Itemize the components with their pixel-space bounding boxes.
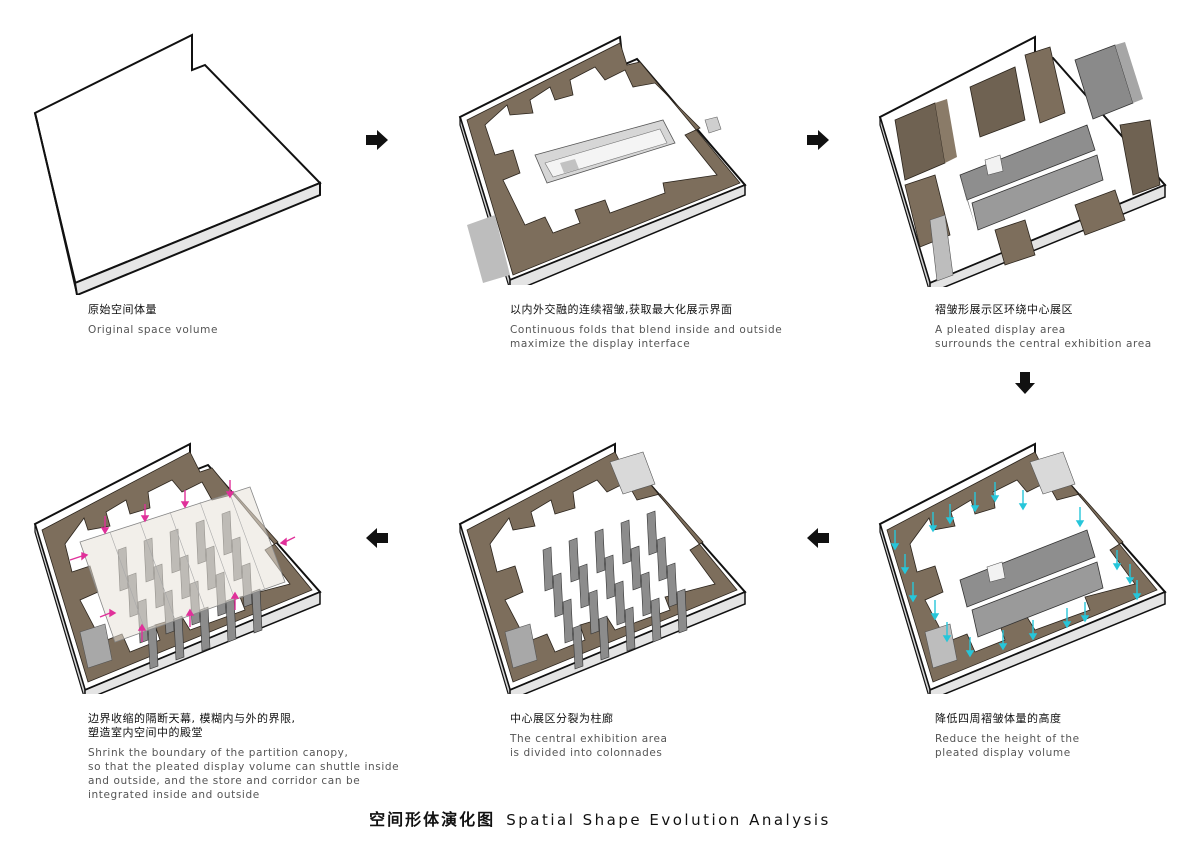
column [562,598,574,644]
caption-en: Original space volume [88,324,219,336]
diagram-continuous-folds [458,35,747,285]
column [572,624,584,670]
column [173,615,185,661]
caption-stage-5: 中心展区分裂为柱廊 The central exhibition area is… [510,712,668,760]
colonnade-columns [542,510,688,670]
arrow-right-icon [366,130,388,150]
caption-cn: 以内外交融的连续褶皱,获取最大化展示界面 [510,303,733,316]
column [650,597,662,643]
column [578,563,590,609]
column [676,588,688,634]
caption-en: The central exhibition area is divided i… [510,733,668,759]
arrow-left-icon [366,528,388,548]
caption-cn: 原始空间体量 [88,303,157,316]
column [147,624,159,670]
column [552,572,564,618]
column [646,510,658,556]
caption-cn: 边界收缩的隔断天幕, 模糊内与外的界限, 塑造室内空间中的殿堂 [88,712,296,739]
column [594,528,606,574]
column [640,571,652,617]
arrow-down-icon [1015,372,1035,394]
diagram-pleated-display [878,35,1167,287]
diagram-reduce-height [878,442,1167,694]
column [604,554,616,600]
diagram-original-volume [33,33,322,295]
column [666,562,678,608]
caption-en: A pleated display area surrounds the cen… [935,324,1152,350]
column [656,536,668,582]
column [542,546,554,592]
caption-stage-4: 降低四周褶皱体量的高度 Reduce the height of the ple… [935,712,1080,760]
caption-stage-2: 以内外交融的连续褶皱,获取最大化展示界面 Continuous folds th… [510,303,782,351]
diagram-canopy [33,442,322,694]
caption-en: Shrink the boundary of the partition can… [88,747,400,801]
caption-cn: 中心展区分裂为柱廊 [510,712,614,725]
arrow-right-icon [807,130,829,150]
caption-stage-6: 边界收缩的隔断天幕, 模糊内与外的界限, 塑造室内空间中的殿堂 Shrink t… [88,712,399,802]
column [568,537,580,583]
caption-stage-3: 褶皱形展示区环绕中心展区 A pleated display area surr… [935,303,1152,351]
title-cn: 空间形体演化图 [369,810,496,829]
caption-stage-1: 原始空间体量 Original space volume [88,303,218,337]
column [614,580,626,626]
caption-en: Continuous folds that blend inside and o… [510,324,783,350]
diagram-title: 空间形体演化图 Spatial Shape Evolution Analysis [0,806,1200,830]
title-en: Spatial Shape Evolution Analysis [506,811,831,829]
caption-cn: 褶皱形展示区环绕中心展区 [935,303,1073,316]
arrow-left-icon [807,528,829,548]
column [199,606,211,652]
caption-en: Reduce the height of the pleated display… [935,733,1080,759]
column [598,615,610,661]
column [588,589,600,635]
column [630,545,642,591]
caption-cn: 降低四周褶皱体量的高度 [935,712,1062,725]
column [624,606,636,652]
column [251,588,263,634]
diagram-colonnades [458,442,747,694]
column [620,519,632,565]
